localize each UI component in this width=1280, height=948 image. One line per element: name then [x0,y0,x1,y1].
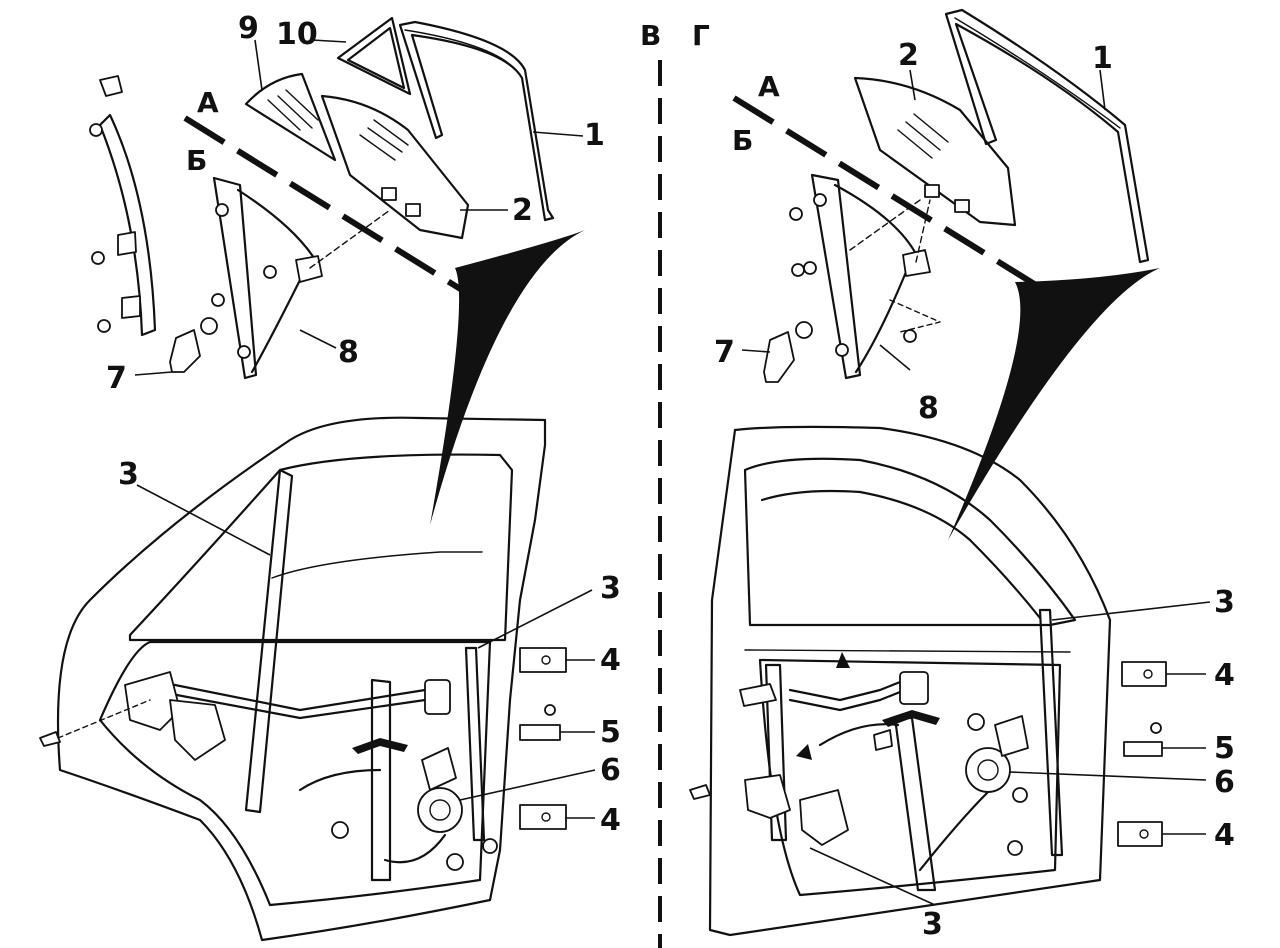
right-section-a-label: А [758,70,780,103]
right-part-7-window-crank [763,321,813,383]
right-part-1-run-channel [944,8,1150,264]
left-part-10-quarter-glass-seal [336,16,412,96]
left-view-label: В [640,19,661,52]
left-section-b-label: Б [186,144,207,177]
left-rear-guide-channel [89,75,157,337]
right-callout-3-right: 3 [1214,585,1235,620]
right-callout-3-bottom: 3 [922,907,943,942]
right-section-line [732,95,1054,298]
right-screw [689,784,711,800]
left-section-a-label: А [197,86,219,119]
left-part-7-window-crank [169,317,218,373]
right-callout-2: 2 [898,38,919,73]
left-screw [39,731,61,747]
left-callout-7: 7 [106,361,127,396]
right-view-label: Г [692,19,710,52]
left-callout-9: 9 [238,11,259,46]
right-part-2-door-glass [853,76,1017,227]
right-section-b-label: Б [732,124,753,157]
left-callout-4-top: 4 [600,643,621,678]
left-callout-8: 8 [338,335,359,370]
left-part-3-rear-guide [464,646,486,842]
left-part-1-run-channel [398,20,555,222]
left-callout-4-bottom: 4 [600,803,621,838]
right-callout-8: 8 [918,391,939,426]
left-part-9-quarter-glass [244,72,337,162]
left-regulator-mechanism [124,671,498,882]
left-section-line [183,115,464,293]
left-part-8-window-regulator [211,176,391,380]
left-callout-5: 5 [600,715,621,750]
left-part-3-glass-guide [244,468,294,814]
left-part-2-door-glass [320,94,470,240]
left-callout-3-top: 3 [118,457,139,492]
right-callout-4-top: 4 [1214,658,1235,693]
right-screw-middle [791,263,805,277]
left-callout-6: 6 [600,753,621,788]
right-door-shell [708,425,1112,937]
right-callout-4-bottom: 4 [1214,818,1235,853]
left-panel-rear-door: В А Б 9 10 1 2 8 7 3 3 4 5 6 4 [39,11,661,942]
left-callout-3-right: 3 [600,571,621,606]
right-zoom-arrow [948,268,1160,540]
right-panel-front-door: Г А Б 2 1 7 8 3 4 5 6 4 3 [689,8,1235,942]
right-callout-7: 7 [714,335,735,370]
left-zoom-arrow [430,230,585,525]
right-hinges [1117,661,1167,847]
right-callout-5: 5 [1214,731,1235,766]
right-screw-upper [789,207,803,221]
left-callout-1: 1 [584,118,605,153]
left-callout-2: 2 [512,193,533,228]
right-regulator-mechanism [739,652,1029,892]
left-hinges [519,647,567,830]
right-callout-1: 1 [1092,41,1113,76]
left-callout-10: 10 [276,17,318,52]
right-part-8-window-regulator [803,173,941,380]
left-door-shell [56,416,547,942]
right-callout-6: 6 [1214,765,1235,800]
